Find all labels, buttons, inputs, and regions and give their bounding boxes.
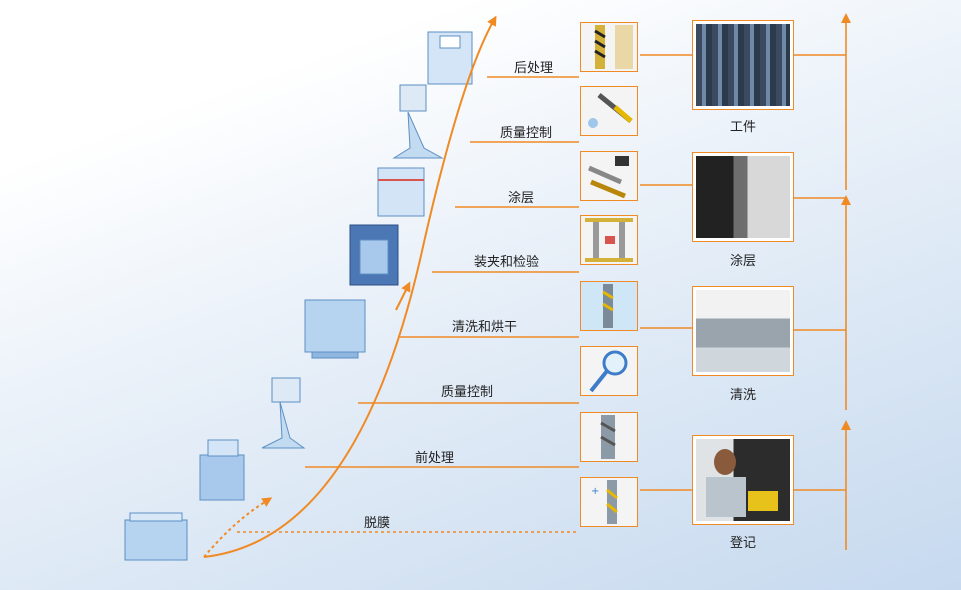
step-label-pre-treatment: 前处理	[415, 451, 455, 466]
photo-label-coating: 涂层	[729, 254, 756, 269]
equipment-illustrations	[124, 31, 473, 561]
registration-worker-photo	[692, 435, 794, 525]
finishing-cabinet-icon	[427, 31, 473, 85]
step-label-coating: 涂层	[508, 191, 535, 206]
drill-bit-coated-icon	[580, 22, 638, 72]
process-curve	[203, 15, 497, 558]
fixture-rack-icon	[580, 215, 638, 265]
photo-label-workpiece: 工件	[729, 120, 756, 135]
step-label-quality-control-final: 质量控制	[500, 126, 553, 141]
wet-drill-bit-icon	[580, 281, 638, 331]
coating-chamber-icon	[377, 167, 425, 217]
step-branches	[237, 76, 579, 533]
step-label-cleaning-drying: 清洗和烘干	[452, 320, 518, 335]
stripping-arrow	[203, 497, 273, 558]
drill-bit-icon	[580, 412, 638, 462]
workpiece-rack-photo	[692, 20, 794, 110]
svg-text:+: +	[591, 486, 599, 497]
right-flow	[793, 13, 851, 550]
cleaning-line-photo	[692, 286, 794, 376]
photo-connectors	[640, 54, 692, 491]
drill-bit-inspection-icon	[580, 86, 638, 136]
step-label-post-treatment: 后处理	[514, 61, 554, 76]
photo-label-registration: 登记	[729, 536, 756, 551]
inspection-stand-icon	[261, 377, 306, 449]
mid-arrow	[395, 281, 411, 311]
oven-machine-icon	[199, 439, 245, 501]
tank-machine-icon	[124, 512, 188, 561]
photo-label-cleaning: 清洗	[729, 388, 756, 403]
stripped-drill-bit-icon: +	[580, 477, 638, 527]
washer-machine-icon	[304, 299, 366, 359]
microscope-stand-icon	[392, 84, 444, 159]
coated-tools-icon	[580, 151, 638, 201]
step-label-quality-control: 质量控制	[441, 385, 494, 400]
step-label-stripping: 脱膜	[364, 516, 391, 531]
magnifier-icon	[580, 346, 638, 396]
coating-machine-photo	[692, 152, 794, 242]
fixture-station-icon	[349, 224, 399, 286]
step-label-fixture-inspection: 装夹和检验	[474, 255, 540, 270]
